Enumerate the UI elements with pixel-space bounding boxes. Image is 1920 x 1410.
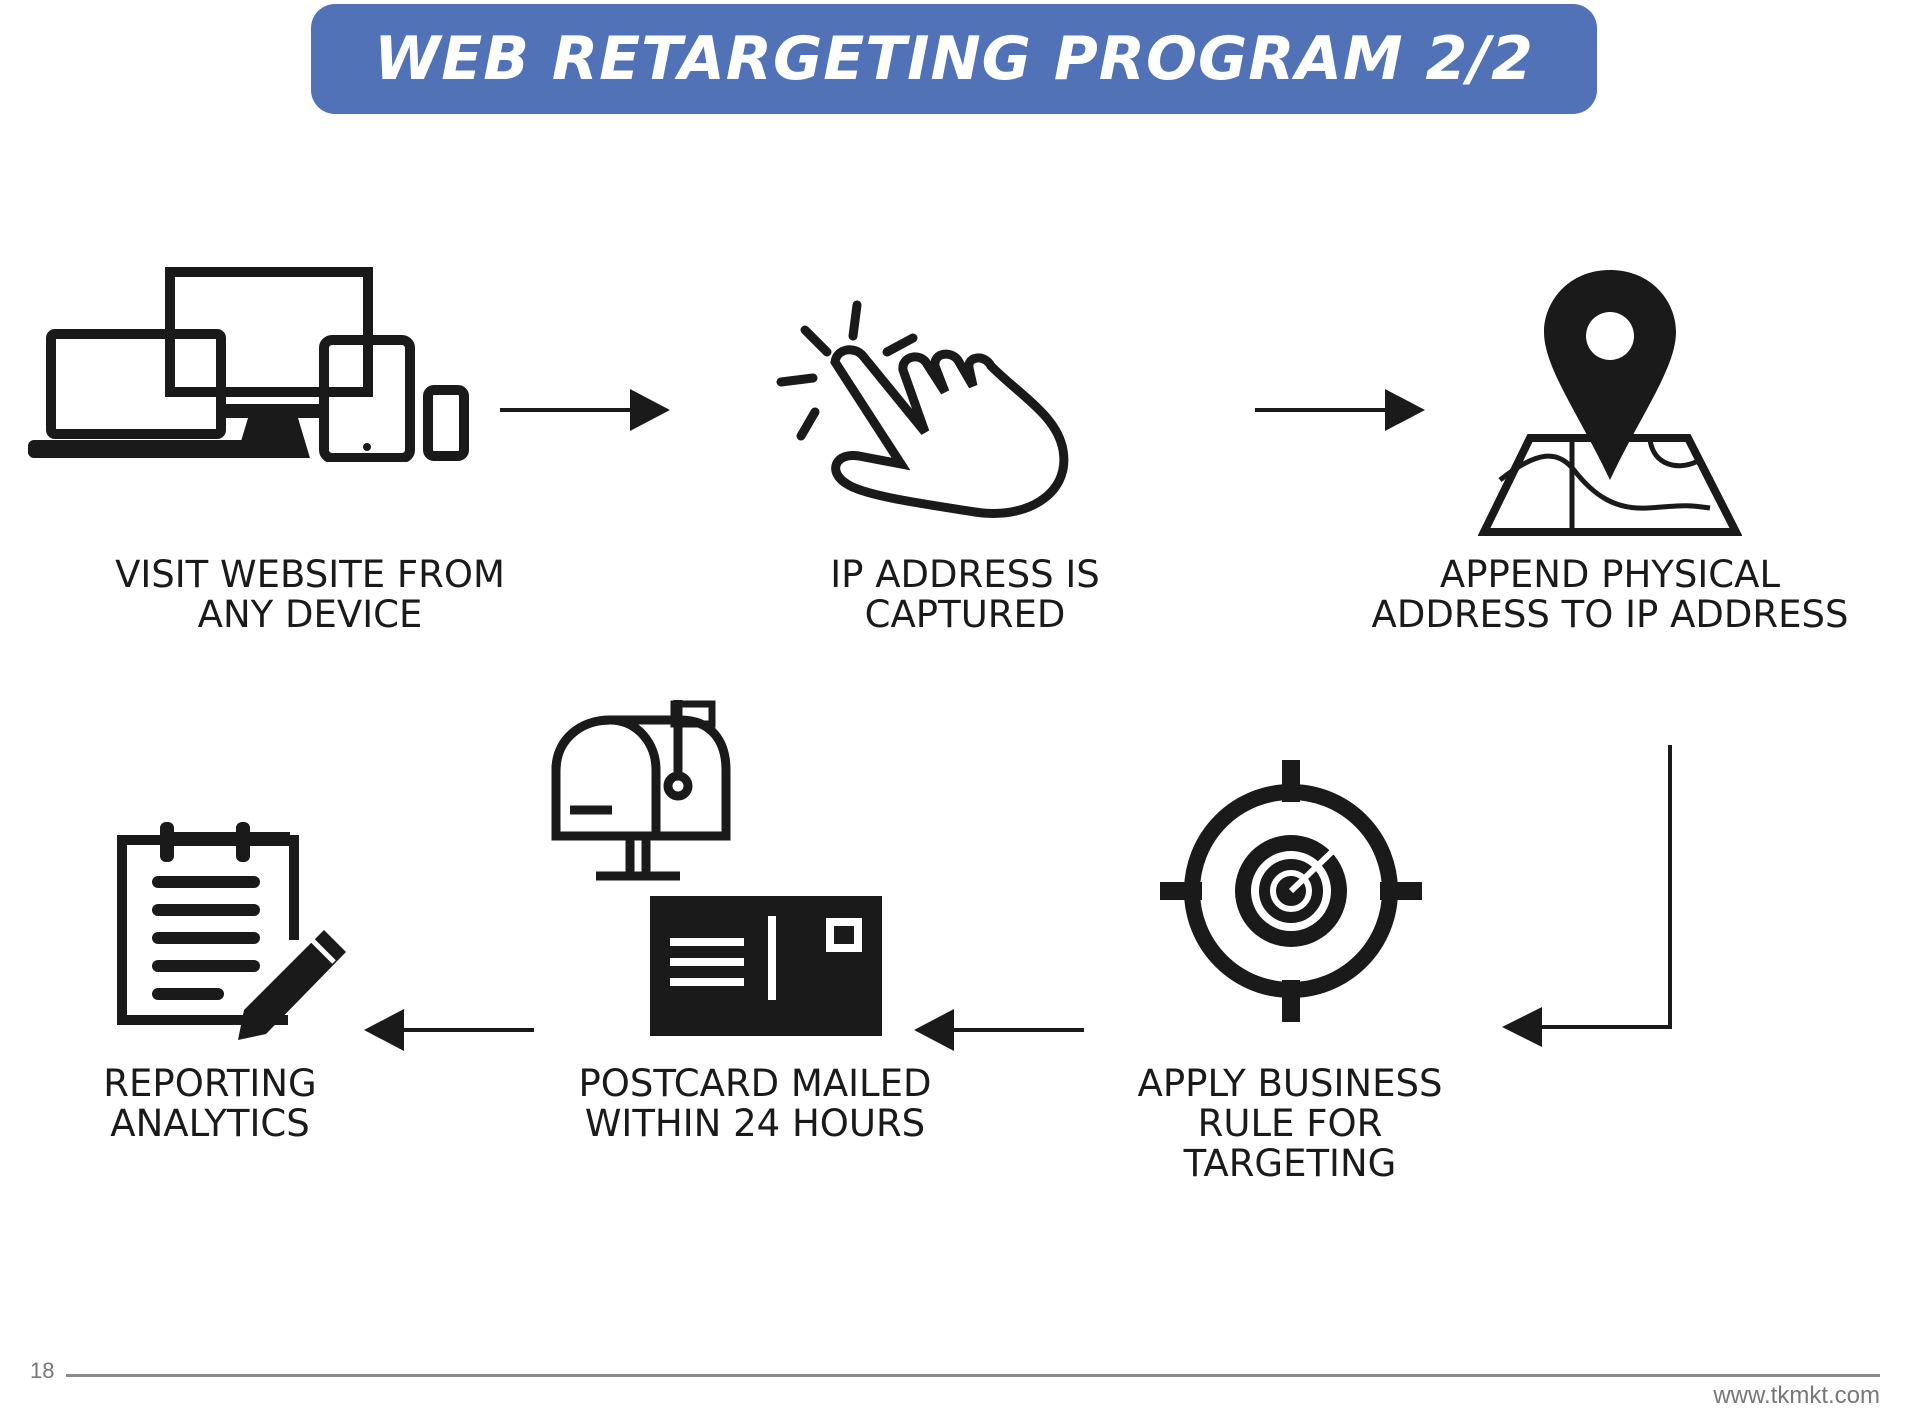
page-number: 18 bbox=[30, 1358, 55, 1383]
footer-website: www.tkmkt.com bbox=[1713, 1382, 1880, 1409]
arrow-elbow-down-left bbox=[1502, 745, 1672, 1047]
page-title: WEB RETARGETING PROGRAM 2/2 bbox=[374, 24, 1534, 94]
crosshair-target-icon bbox=[1160, 760, 1422, 1022]
mailbox-postcard-icon bbox=[551, 700, 882, 1036]
footer-divider bbox=[66, 1374, 1880, 1377]
arrow-left-2 bbox=[364, 1009, 534, 1051]
clipboard-pencil-icon bbox=[117, 822, 346, 1040]
devices-icon bbox=[28, 267, 469, 462]
arrow-right-1 bbox=[500, 389, 670, 431]
map-pin-icon bbox=[1478, 270, 1742, 536]
pointing-hand-icon bbox=[776, 300, 1069, 518]
arrow-right-2 bbox=[1255, 389, 1425, 431]
title-banner: WEB RETARGETING PROGRAM 2/2 bbox=[311, 4, 1597, 114]
arrow-left-1 bbox=[914, 1009, 1084, 1051]
